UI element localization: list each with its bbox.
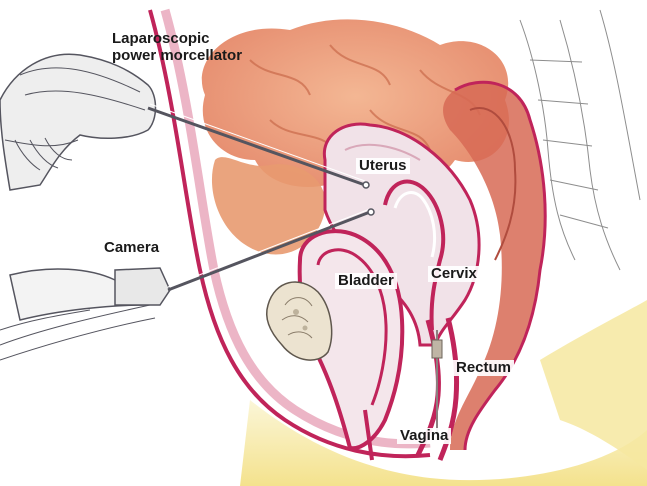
label-rectum: Rectum [453, 360, 514, 376]
label-morcellator-line2: power morcellator [112, 48, 242, 64]
label-uterus: Uterus [356, 158, 410, 174]
label-camera: Camera [104, 240, 159, 256]
label-vagina: Vagina [397, 428, 451, 444]
label-bladder: Bladder [335, 273, 397, 289]
label-morcellator-line1: Laparoscopic [112, 31, 210, 47]
label-cervix: Cervix [428, 266, 480, 282]
